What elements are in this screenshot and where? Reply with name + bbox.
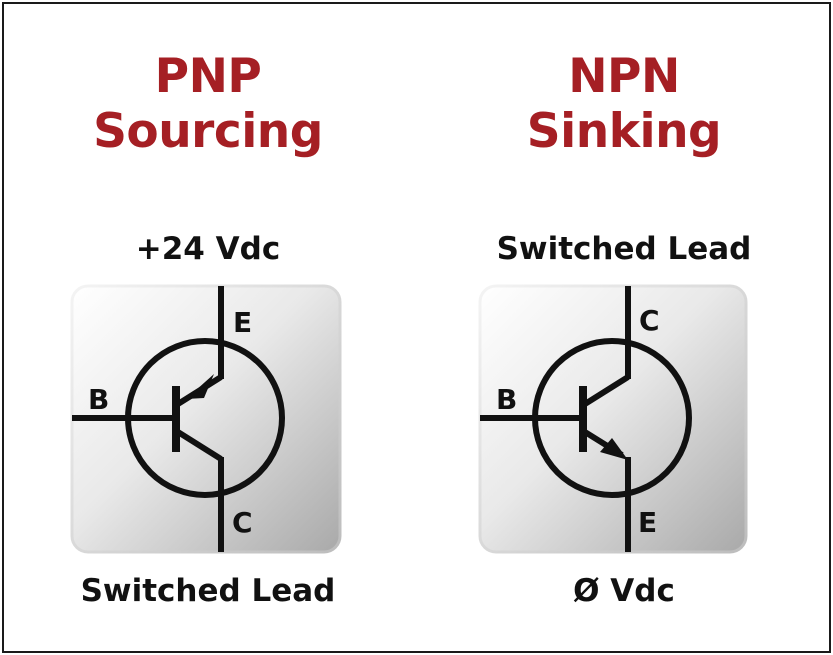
pnp-bottom-caption: Switched Lead xyxy=(80,573,336,609)
pnp-bottom-terminal-label: C xyxy=(232,506,253,539)
pnp-subtitle: Sourcing xyxy=(93,104,323,159)
npn-transistor-symbol: B C E xyxy=(478,284,748,554)
npn-base-label: B xyxy=(496,383,517,416)
npn-emitter-arrow xyxy=(600,438,628,460)
npn-title: NPN xyxy=(568,49,680,104)
npn-collector-line xyxy=(583,374,630,407)
npn-panel: NPN Sinking Switched Lead xyxy=(416,0,832,651)
npn-bottom-terminal-label: E xyxy=(638,506,657,539)
pnp-transistor-symbol: B E C xyxy=(70,284,342,554)
npn-bottom-caption: Ø Vdc xyxy=(573,573,675,609)
npn-top-caption: Switched Lead xyxy=(496,231,752,267)
pnp-panel: PNP Sourcing +24 Vdc xyxy=(0,0,416,651)
pnp-base-label: B xyxy=(88,383,109,416)
pnp-top-caption: +24 Vdc xyxy=(135,231,281,267)
pnp-top-terminal-label: E xyxy=(233,306,252,339)
npn-subtitle: Sinking xyxy=(526,104,722,159)
npn-top-terminal-label: C xyxy=(639,304,660,337)
pnp-emitter-arrow xyxy=(186,374,214,399)
pnp-collector-line xyxy=(176,429,223,462)
pnp-title: PNP xyxy=(154,49,262,104)
